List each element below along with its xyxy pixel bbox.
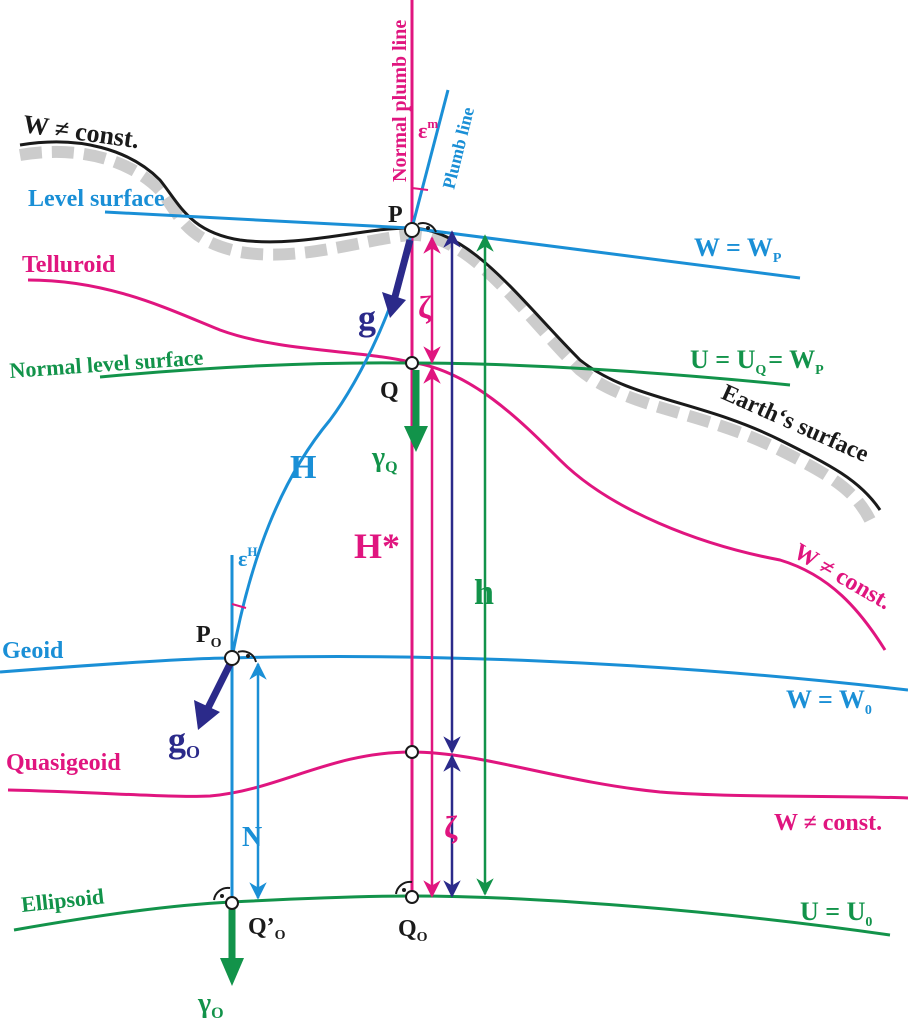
symbol-zeta-bottom: ζ — [444, 809, 458, 845]
symbol-g: g — [358, 298, 376, 338]
point-q — [405, 356, 419, 370]
quasigeoid-line — [7, 750, 908, 800]
geoid-label: Geoid — [2, 638, 64, 664]
symbol-q: Q — [380, 378, 399, 404]
symbol-zeta-top: ζ — [418, 289, 432, 325]
right-angle-p0 — [237, 650, 257, 663]
g0-vector — [204, 662, 234, 710]
telluroid-label: Telluroid — [22, 252, 116, 278]
ellipsoid-label: Ellipsoid — [20, 883, 105, 917]
eps-h-mark — [231, 603, 247, 609]
quasigeoid-label: Quasigeoid — [6, 750, 121, 776]
gamma-q-vector-head — [404, 426, 428, 452]
symbol-h-orthometric: H — [290, 449, 316, 486]
point-quasigeoid — [405, 745, 419, 759]
g0-vector-head — [194, 700, 220, 730]
w-neq-const-right-label: W ≠ const. — [789, 539, 896, 616]
symbol-eps-h: εH — [238, 544, 258, 571]
symbol-h-star: H* — [354, 526, 400, 566]
g-vector-head — [382, 292, 406, 318]
level-surface-label: Level surface — [28, 186, 165, 212]
symbol-q0-prime: Q’O — [248, 914, 286, 943]
symbol-p: P — [388, 202, 403, 228]
geoid-line — [0, 655, 908, 692]
normal-plumb-line-label: Normal plumb line — [389, 20, 411, 182]
point-q0 — [405, 890, 419, 904]
point-p0 — [224, 650, 240, 666]
eps-m-mark — [411, 187, 429, 191]
telluroid-line — [27, 278, 887, 651]
symbol-n: N — [242, 822, 262, 853]
point-p — [404, 222, 420, 238]
w-eq-w0-label: W = W0 — [786, 685, 872, 718]
u-eq-uq-label: U = UQ= WP — [690, 345, 824, 378]
w-eq-wp-label: W = WP — [694, 233, 782, 266]
plumb-line-label: Plumb line — [438, 105, 478, 191]
symbol-h-ellipsoidal: h — [474, 572, 494, 612]
symbol-eps-m: εm — [418, 116, 438, 143]
plumb-line-top — [410, 89, 450, 229]
right-angle-p — [417, 222, 437, 233]
ellipsoid-line — [13, 894, 891, 937]
symbol-p0: PO — [196, 622, 222, 651]
symbol-gamma-0: γO — [197, 988, 224, 1022]
right-angle-q0 — [395, 880, 413, 895]
gamma-0-vector-head — [220, 958, 244, 986]
symbol-gamma-q: γQ — [371, 442, 398, 476]
right-angle-q0p — [213, 886, 231, 901]
earth-surface-band — [19, 145, 876, 523]
point-q0-prime — [225, 896, 239, 910]
symbol-q0: QO — [398, 916, 428, 945]
symbol-g0: gO — [168, 720, 200, 762]
u-eq-u0-label: U = U0 — [800, 897, 872, 930]
w-neq-const-quasi-label: W ≠ const. — [774, 810, 882, 836]
